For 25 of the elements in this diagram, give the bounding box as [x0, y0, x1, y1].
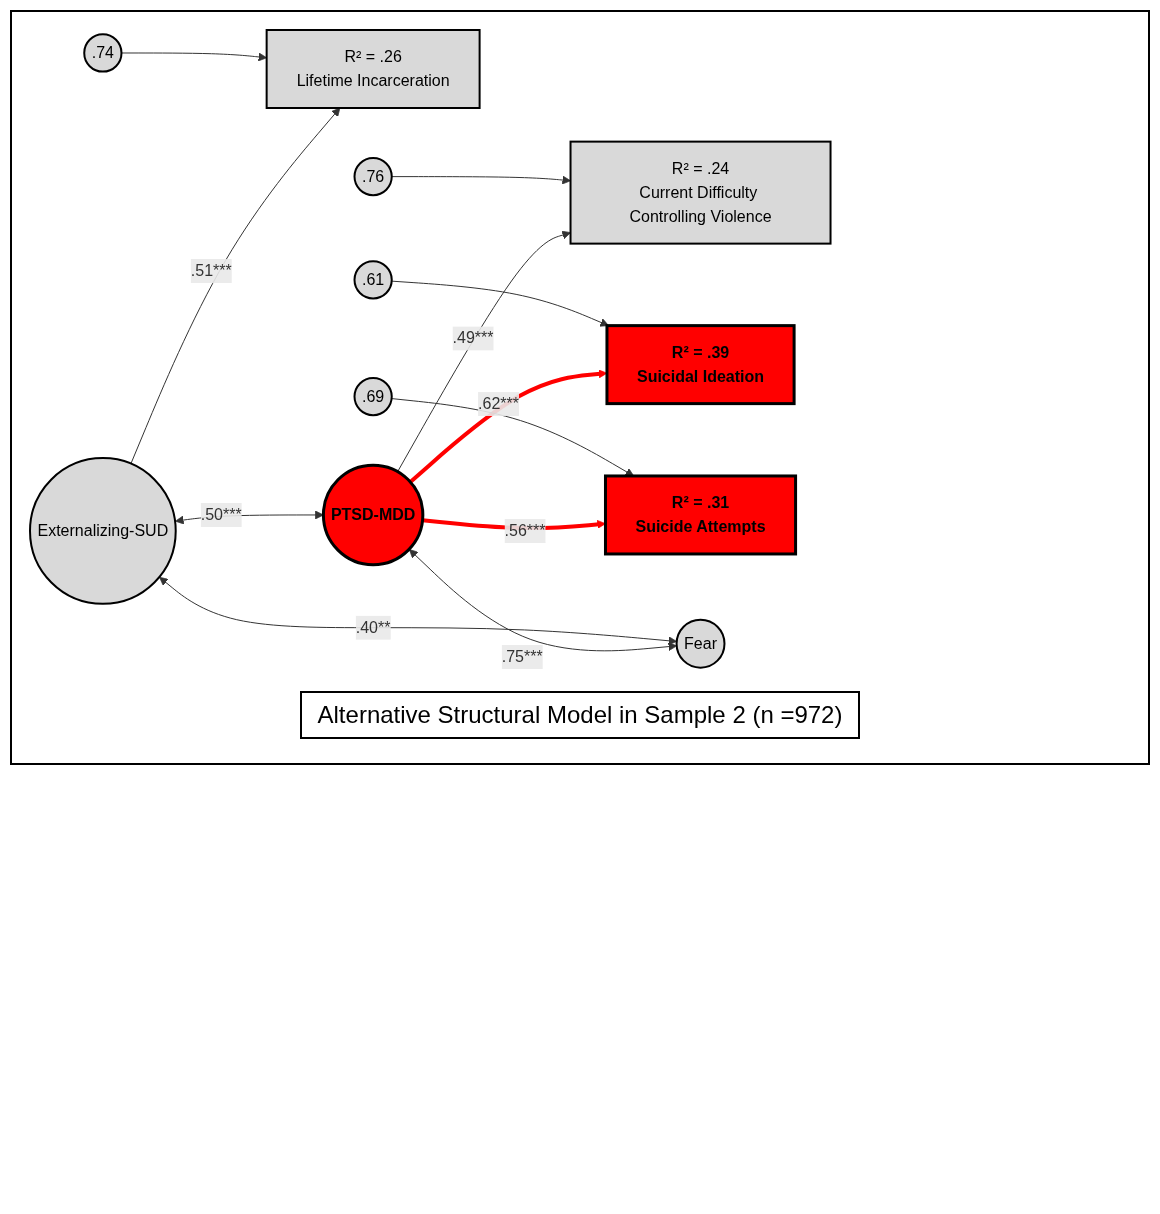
node-circle: .76 [353, 157, 393, 197]
node-circle: Fear [675, 618, 726, 669]
node-box: R² = .39 Suicidal Ideation [605, 324, 796, 406]
node-circle: Externalizing-SUD [29, 457, 177, 605]
arrow [159, 576, 678, 646]
arrow [397, 230, 571, 473]
edge-label: .62*** [478, 395, 519, 413]
edge-label: .40** [355, 618, 391, 636]
edge-label: .56*** [504, 521, 546, 539]
arrow [409, 549, 678, 652]
arrow [130, 107, 341, 465]
edge-label: .50*** [200, 505, 242, 523]
edge-label: .75*** [501, 647, 543, 665]
caption: Alternative Structural Model in Sample 2 (n =972) [299, 690, 861, 739]
node-box: R² = .31 Suicide Attempts [604, 474, 798, 556]
node-box: R² = .24 Current Difficulty Controlling Violence [569, 140, 832, 245]
node-circle: .69 [353, 377, 393, 417]
edge-label: .51*** [190, 262, 232, 280]
node-box: R² = .26 Lifetime Incarceration [265, 29, 481, 109]
edge-label: .49*** [452, 329, 494, 347]
node-circle: PTSD-MDD [321, 463, 425, 567]
node-circle: .61 [353, 260, 393, 300]
arrow [391, 280, 609, 327]
node-circle: .74 [83, 33, 123, 73]
arrow [391, 175, 571, 185]
